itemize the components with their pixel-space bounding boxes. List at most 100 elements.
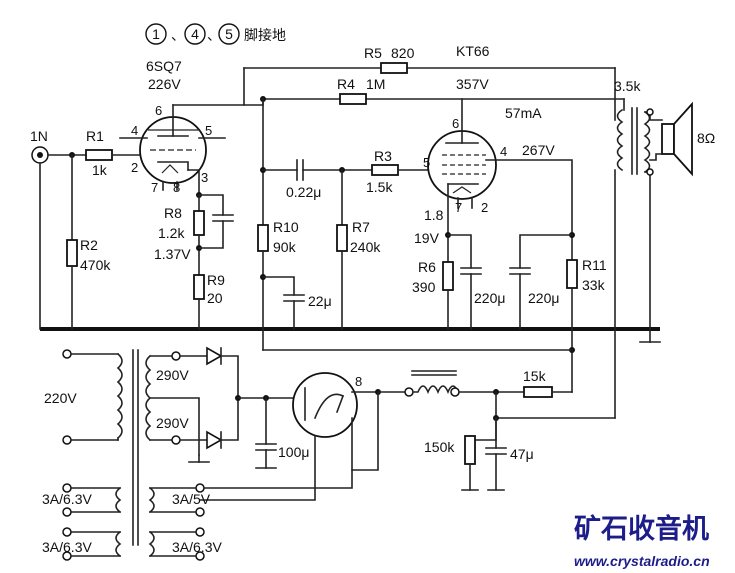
speaker-wire-bottom [644, 171, 651, 330]
r150k-value: 150k [424, 439, 455, 455]
r2-value: 470k [80, 257, 111, 273]
r10-value: 90k [273, 239, 297, 255]
r2-name: R2 [80, 237, 98, 253]
speaker-cone [673, 101, 693, 177]
r1-value: 1k [92, 162, 108, 178]
hv-terminal-top [171, 351, 181, 361]
preamp-cathode-voltage: 1.37V [154, 246, 191, 262]
hv-terminal-bottom [171, 435, 181, 445]
ot-primary-coil [616, 108, 624, 172]
heater2-coil [115, 530, 122, 558]
hv-lower-voltage: 290V [156, 415, 189, 431]
r3-name: R3 [374, 148, 392, 164]
r15k-resistor [523, 386, 553, 398]
heater1-coil [115, 486, 122, 514]
mains-terminal-bottom [62, 435, 72, 445]
preamp-pin-8: 8 [173, 180, 180, 195]
r4-resistor [339, 93, 367, 105]
ground-pin-4: 4 [191, 26, 199, 42]
heater1-term-b [62, 507, 72, 517]
power-pin-2: 2 [481, 200, 488, 215]
r11-value: 33k [582, 277, 606, 293]
cathode-cap-top-wire [198, 194, 224, 216]
ground-sep-1: 、 [171, 27, 185, 43]
r2-resistor [66, 239, 78, 267]
r11-name: R11 [582, 257, 607, 273]
speaker-impedance: 8Ω [697, 130, 715, 146]
screen-cap-value: 220μ [528, 290, 559, 306]
mains-voltage: 220V [44, 390, 77, 406]
r150k-resistor [464, 435, 476, 465]
input-jack-center [37, 152, 43, 158]
r5-name: R5 [364, 45, 382, 61]
diode2 [206, 430, 223, 450]
r3-value: 1.5k [366, 179, 393, 195]
ot-impedance: 3.5k [614, 78, 641, 94]
preamp-voltage: 226V [148, 76, 181, 92]
choke-terminal-out [450, 387, 460, 397]
rect-heater-wires [149, 487, 197, 513]
decoup-top-wire [262, 276, 295, 296]
watermark-logo: 矿石收音机 [574, 513, 709, 545]
r9-name: R9 [207, 272, 225, 288]
r7-value: 240k [350, 239, 381, 255]
preamp-pin-5: 5 [205, 123, 212, 138]
hv-ct-wire [149, 397, 200, 456]
input-label: 1N [30, 128, 48, 144]
power-cathode-voltage: 19V [414, 230, 440, 246]
power-heater [452, 186, 472, 194]
screen-wire [485, 159, 573, 261]
power-current: 57mA [505, 105, 542, 121]
r6-name: R6 [418, 259, 436, 275]
heater3-coil [148, 530, 155, 558]
r1-resistor [85, 149, 113, 161]
choke-coil [412, 385, 460, 395]
heater3-wires [149, 531, 197, 557]
ground-pin-circle-4 [184, 23, 206, 45]
screen-cap-top-wire [519, 234, 573, 269]
preamp-heater [161, 164, 179, 174]
r4-value: 1M [366, 76, 385, 92]
choke-terminal-in [404, 387, 414, 397]
power-cathode-pin: 1.8 [424, 207, 444, 223]
power-pin-4: 4 [500, 144, 507, 159]
preamp-cathode [157, 161, 189, 171]
pt-primary-coil [116, 352, 123, 440]
r8-resistor [193, 210, 205, 236]
r7-resistor [336, 224, 348, 252]
preamp-plate-to-feedback [172, 67, 245, 106]
heater1-rating: 3A/6.3V [42, 491, 92, 507]
preamp-pin-6: 6 [155, 103, 162, 118]
diode1 [206, 346, 223, 366]
rect-heater-link [203, 469, 353, 489]
heater2-rating: 3A/6.3V [42, 539, 92, 555]
mains-terminal-top [62, 349, 72, 359]
r9-value: 20 [207, 290, 223, 306]
hv-to-ot-wire [495, 391, 616, 419]
ground-pin-1: 1 [152, 26, 160, 42]
ground-sep-2: 、 [207, 27, 221, 43]
rect-heater-rating: 3A/5V [172, 491, 211, 507]
ground-pin-circle-1 [145, 23, 167, 45]
rect-pin-8: 8 [355, 374, 362, 389]
rectifier-tube-envelope [292, 372, 358, 438]
rect-heater-term-b [195, 507, 205, 517]
r4-name: R4 [337, 76, 355, 92]
preamp-pin-7: 7 [151, 180, 158, 195]
rect-filament-b [335, 394, 345, 414]
preamp-pin-4: 4 [131, 123, 138, 138]
r10-name: R10 [273, 219, 299, 235]
heater2-wires [70, 531, 121, 557]
preamp-pin-2: 2 [131, 160, 138, 175]
preamp-pin-3: 3 [201, 170, 208, 185]
cathode-cap-bottom-wire [198, 220, 224, 249]
rect-heater-coil [148, 486, 155, 514]
preamp-model: 6SQ7 [146, 58, 182, 74]
heater2-term-a [62, 527, 72, 537]
power-pin-7: 7 [455, 200, 462, 215]
ot-tap-bottom [646, 168, 654, 176]
r7-name: R7 [352, 219, 370, 235]
filter2-value: 47μ [510, 446, 534, 462]
r8-value: 1.2k [158, 225, 185, 241]
